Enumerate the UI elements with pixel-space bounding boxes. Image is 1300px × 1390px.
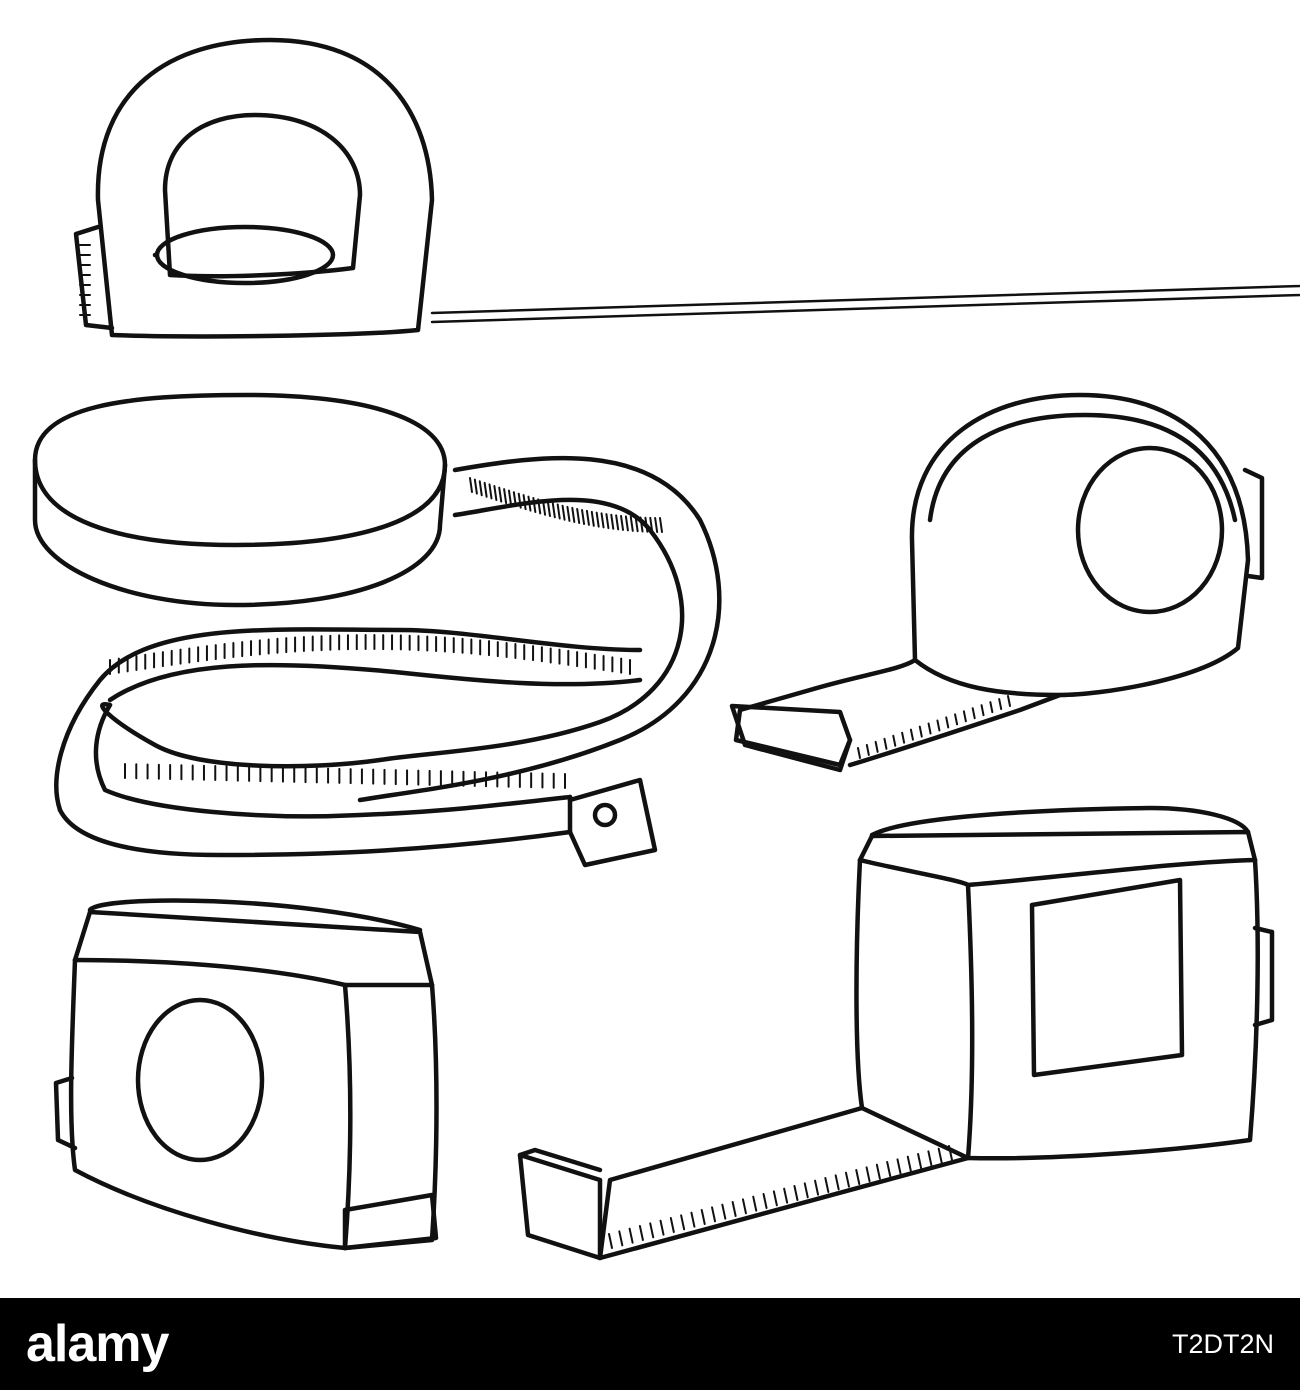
tape-tick — [700, 1209, 706, 1225]
tape-tick — [824, 1177, 830, 1193]
tape-tick — [669, 1217, 675, 1233]
tape-tick — [618, 1230, 624, 1247]
tape-tick — [624, 515, 629, 532]
tape-tick — [581, 508, 586, 525]
tape-tick — [989, 701, 994, 714]
tape-tick — [909, 728, 914, 741]
tape-tick — [971, 707, 976, 720]
tape-tick — [937, 1147, 943, 1164]
tape-tick — [980, 704, 985, 717]
tape-tick — [814, 1179, 820, 1196]
tape-tick — [478, 480, 483, 497]
tape-tick — [762, 1193, 768, 1209]
tape-tick — [590, 510, 595, 527]
tape-tick — [752, 1195, 758, 1212]
tape-tick — [605, 513, 610, 530]
tape-tick — [585, 509, 590, 526]
tape-tick — [680, 1214, 686, 1231]
image-id-label: T2DT2N — [1171, 1329, 1274, 1359]
tape-tick — [998, 698, 1003, 711]
tape-tick — [503, 488, 508, 505]
tape-tick — [561, 504, 566, 521]
tape-tick — [901, 731, 906, 744]
tape-tick — [731, 1201, 737, 1217]
tape-tick — [857, 747, 861, 759]
tape-measure-extended — [73, 37, 1300, 339]
watermark-footer: alamy T2DT2N — [0, 1298, 1300, 1390]
brand-logo: alamy — [26, 1315, 169, 1373]
tape-tick — [803, 1182, 809, 1199]
tape-tick — [711, 1206, 717, 1223]
tape-tick — [551, 502, 556, 519]
tape-tick — [783, 1187, 789, 1204]
tape-tick — [886, 1161, 892, 1177]
tape-tick — [595, 511, 600, 528]
tape-tick — [883, 737, 888, 750]
tape-tick — [576, 507, 581, 524]
tape-tick — [834, 1174, 840, 1191]
tape-tick — [927, 1150, 933, 1167]
tape-tick — [1007, 695, 1011, 707]
tape-tick — [546, 501, 551, 518]
tape-tick — [865, 743, 870, 756]
tape-tick — [896, 1158, 902, 1175]
tape-tick — [844, 1171, 850, 1188]
tape-tick — [507, 489, 512, 506]
tape-tick — [892, 734, 897, 747]
tape-tick — [855, 1169, 861, 1185]
tape-tick — [918, 725, 923, 738]
tape-tick — [659, 517, 663, 533]
tape-tick — [772, 1190, 778, 1207]
tape-tick — [600, 512, 605, 529]
tape-tick — [483, 481, 488, 498]
tape-tick — [649, 1222, 655, 1239]
tape-tick — [493, 485, 498, 502]
tape-measure-side — [729, 392, 1265, 773]
tape-tick — [659, 1219, 665, 1236]
tape-measure-box — [53, 898, 439, 1251]
tape-tick — [917, 1153, 923, 1169]
tape-tick — [498, 486, 503, 503]
tape-tick — [741, 1198, 747, 1215]
tape-tick — [638, 1225, 644, 1241]
tape-tick — [469, 477, 473, 493]
tape-tick — [721, 1203, 727, 1220]
tape-tick — [488, 483, 493, 500]
tape-tick — [620, 514, 625, 531]
tape-tick — [874, 740, 879, 753]
tape-tick — [473, 478, 478, 495]
tape-tick — [875, 1163, 881, 1180]
tape-tick — [865, 1166, 871, 1183]
tape-tick — [793, 1185, 799, 1201]
tape-tick — [571, 506, 576, 523]
tape-tick — [927, 722, 932, 735]
tape-tick — [936, 719, 941, 732]
tape-tick — [629, 515, 634, 532]
tape-tick — [610, 513, 615, 530]
tape-tick — [566, 505, 571, 522]
tape-graduations — [79, 244, 1011, 1249]
tape-tick — [690, 1211, 696, 1228]
tape-tick — [628, 1227, 634, 1244]
tape-tick — [615, 514, 620, 531]
tape-tick — [945, 716, 950, 729]
tape-tick — [906, 1155, 912, 1172]
tape-tick — [654, 516, 659, 533]
tape-tick — [556, 503, 561, 520]
tape-tick — [954, 713, 959, 726]
tape-tick — [962, 710, 967, 723]
illustration-canvas — [32, 37, 1300, 1261]
tape-tick — [608, 1233, 613, 1249]
sewing-tape-measure — [32, 224, 722, 868]
tape-measure-box-extended — [517, 805, 1275, 1261]
